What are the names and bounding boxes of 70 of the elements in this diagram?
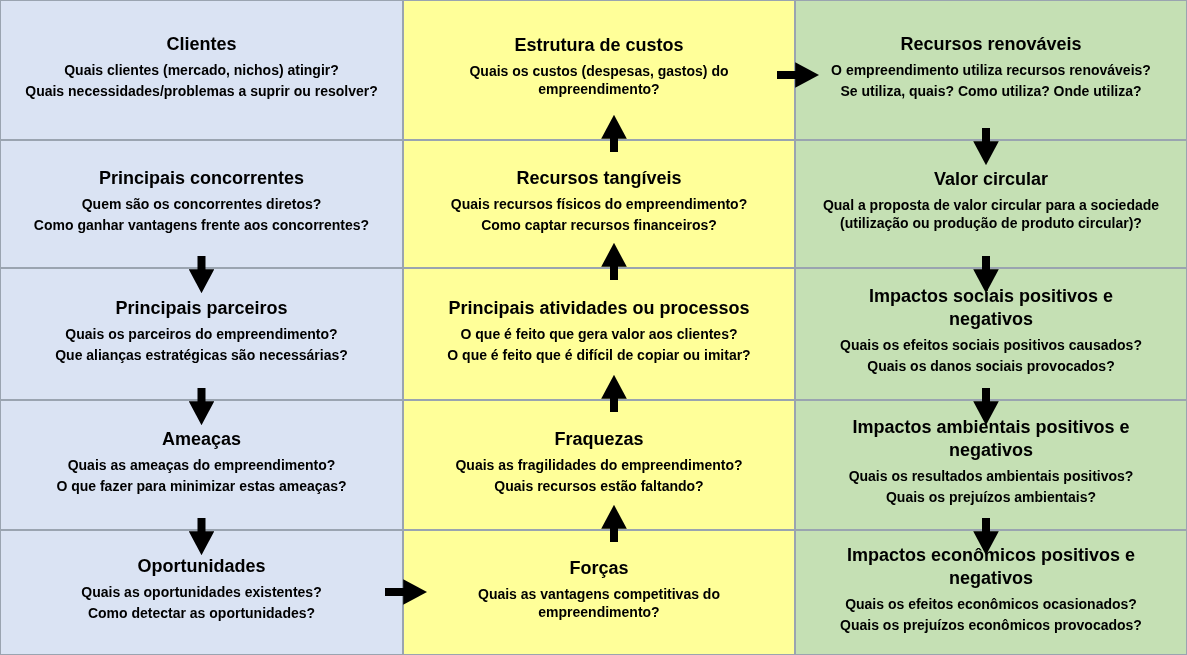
grid-cell (0, 530, 403, 655)
cell-heading: Fraquezas (554, 427, 644, 451)
question-text: Como captar recursos financeiros? (481, 215, 717, 234)
block-arrow (601, 114, 627, 152)
grid-cell (403, 140, 795, 268)
question-text: Que alianças estratégicas são necessárias? (55, 345, 348, 364)
question-text: Quais os parceiros do empreendimento? (65, 324, 338, 343)
question-text: Quais os resultados ambientais positivos? (848, 467, 1134, 485)
question-text: Quais as ameaças do empreendimento? (67, 455, 336, 474)
cell-heading: Impactos sociais positivos e negativos (867, 285, 1115, 331)
grid-cell (403, 268, 795, 400)
cell-heading: Principais atividades ou processos (448, 296, 750, 320)
cell-heading: Impactos ambientais positivos e negativos (851, 416, 1131, 462)
question-text: Quais os efeitos econômicos ocasionados? (845, 594, 1137, 613)
block-arrow (973, 128, 999, 166)
question-text: Quais necessidades/problemas a suprir ou resolver? (25, 81, 378, 100)
question-text: Quais os prejuízos ambientais? (885, 488, 1097, 506)
cell-heading: Recursos tangíveis (516, 166, 682, 190)
grid-cell (0, 140, 403, 268)
question-text: Quais clientes (mercado, nichos) atingir? (64, 60, 339, 79)
question-text: Quais as fragilidades do empreendimento? (455, 455, 743, 474)
question-text: O que é feito que é difícil de copiar ou imitar? (447, 345, 751, 364)
question-text: O que é feito que gera valor aos clientes? (460, 324, 738, 343)
block-arrow (188, 256, 215, 294)
question-text: Quem são os concorrentes diretos? (81, 194, 322, 213)
grid-cell (795, 400, 1187, 530)
block-arrow (601, 242, 627, 280)
question-text: Quais os prejuízos econômicos provocados? (840, 615, 1142, 634)
cell-heading: Clientes (166, 32, 237, 56)
block-arrow (973, 388, 999, 426)
block-arrow (777, 62, 820, 88)
cell-heading: Estrutura de custos (514, 34, 684, 57)
question-text: Quais as oportunidades existentes? (81, 583, 322, 601)
cell-heading: Valor circular (933, 168, 1049, 191)
block-arrow (973, 256, 999, 294)
grid-cell (0, 400, 403, 530)
cell-heading: Oportunidades (137, 555, 266, 578)
question-text: Como detectar as oportunidades? (87, 604, 316, 622)
grid-cell (795, 268, 1187, 400)
question-text: Quais os danos sociais provocados? (867, 357, 1115, 375)
cell-heading: Recursos renováveis (900, 32, 1082, 56)
grid-cell (0, 268, 403, 400)
question-text: Quais os efeitos sociais positivos causados? (840, 336, 1142, 354)
cell-heading: Principais parceiros (115, 296, 288, 320)
question-text: Quais as vantagens competitivas do empreendimento? (477, 584, 721, 621)
cell-heading: Principais concorrentes (98, 166, 305, 190)
cell-heading: Ameaças (161, 427, 242, 451)
block-arrow (601, 504, 627, 542)
question-text: O que fazer para minimizar estas ameaças? (56, 476, 347, 495)
question-text: Quais os custos (despesas, gastos) do empreendimento? (468, 62, 730, 98)
grid-cell (795, 530, 1187, 655)
question-text: Quais recursos estão faltando? (494, 476, 704, 495)
block-arrow (973, 518, 999, 556)
question-text: O empreendimento utiliza recursos renováveis? (831, 60, 1151, 79)
grid-cell (403, 400, 795, 530)
grid-cell (795, 0, 1187, 140)
grid-cell (403, 0, 795, 140)
block-arrow (601, 374, 627, 412)
block-arrow (188, 388, 215, 426)
question-text: Como ganhar vantagens frente aos concorrentes? (33, 215, 370, 234)
cell-heading: Forças (569, 556, 629, 580)
grid-cell (0, 0, 403, 140)
question-text: Se utiliza, quais? Como utiliza? Onde utiliza? (840, 81, 1142, 100)
grid-cell (795, 140, 1187, 268)
question-text: Quais recursos físicos do empreendimento? (450, 194, 748, 213)
block-arrow (385, 579, 428, 605)
grid-cell (403, 530, 795, 655)
block-arrow (188, 518, 215, 556)
question-text: Qual a proposta de valor circular para a sociedade (utilização ou produção de produto circular)? (821, 196, 1161, 232)
cell-heading: Impactos econômicos positivos e negativos (845, 543, 1137, 590)
